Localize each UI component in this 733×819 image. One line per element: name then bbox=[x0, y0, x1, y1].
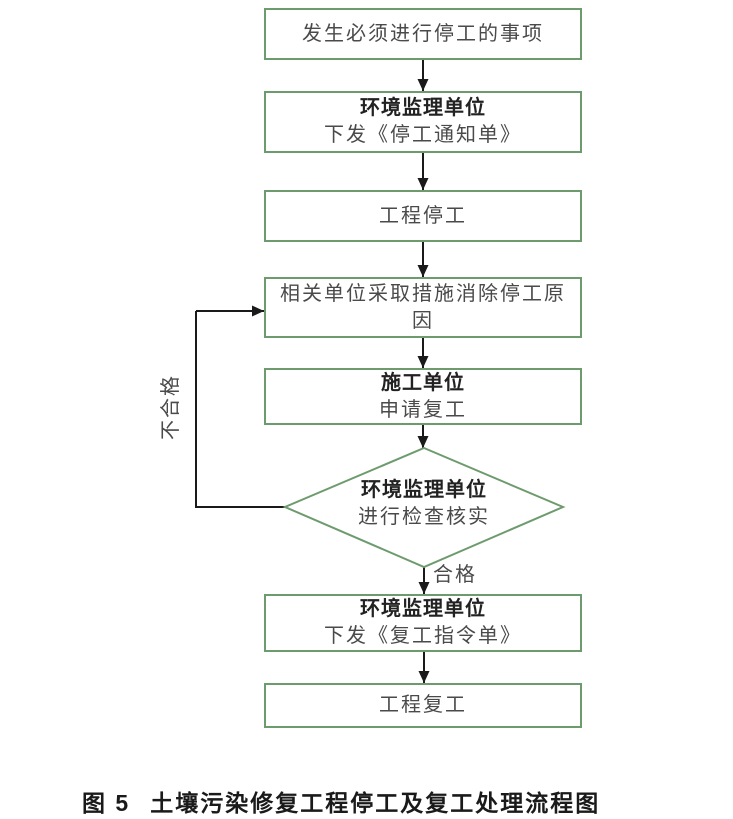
flow-node-issue-stop-notice-subtitle: 下发《停工通知单》 bbox=[324, 124, 522, 146]
flow-node-apply-resume: 施工单位 申请复工 bbox=[264, 368, 582, 425]
flow-node-project-stop-text: 工程停工 bbox=[379, 204, 467, 227]
flow-node-apply-resume-subtitle: 申请复工 bbox=[379, 398, 467, 421]
flow-node-issue-stop-notice: 环境监理单位 下发《停工通知单》 bbox=[264, 91, 582, 153]
flow-node-project-resume: 工程复工 bbox=[264, 683, 582, 728]
figure-caption-label: 图 5 bbox=[82, 790, 131, 816]
flow-node-inspect-title: 环境监理单位 bbox=[361, 479, 487, 501]
flow-node-eliminate-cause: 相关单位采取措施消除停工原 因 bbox=[264, 277, 582, 338]
edge-label-pass: 合格 bbox=[433, 564, 477, 586]
flow-node-eliminate-cause-line2: 因 bbox=[412, 309, 434, 332]
figure-caption: 图 5 土壤污染修复工程停工及复工处理流程图 bbox=[82, 784, 600, 818]
decision-diamond bbox=[282, 446, 566, 569]
flow-node-issue-resume-order: 环境监理单位 下发《复工指令单》 bbox=[264, 594, 582, 652]
flow-node-eliminate-cause-line1: 相关单位采取措施消除停工原 bbox=[280, 282, 566, 305]
flow-node-event: 发生必须进行停工的事项 bbox=[264, 8, 582, 60]
flow-node-event-text: 发生必须进行停工的事项 bbox=[302, 22, 544, 45]
flow-node-project-resume-text: 工程复工 bbox=[379, 694, 467, 716]
flow-node-apply-resume-title: 施工单位 bbox=[381, 371, 465, 394]
flow-node-inspect-subtitle: 进行检查核实 bbox=[358, 506, 490, 528]
flow-node-inspect-label: 环境监理单位 进行检查核实 bbox=[284, 477, 564, 531]
figure-caption-title: 土壤污染修复工程停工及复工处理流程图 bbox=[150, 790, 601, 816]
flow-node-issue-resume-order-subtitle: 下发《复工指令单》 bbox=[324, 625, 522, 647]
flow-node-project-stop: 工程停工 bbox=[264, 190, 582, 242]
flow-node-issue-stop-notice-title: 环境监理单位 bbox=[360, 97, 486, 119]
loop-line-fail bbox=[195, 311, 285, 508]
flow-node-issue-resume-order-title: 环境监理单位 bbox=[360, 598, 486, 620]
edge-label-fail: 不合格 bbox=[160, 374, 182, 440]
